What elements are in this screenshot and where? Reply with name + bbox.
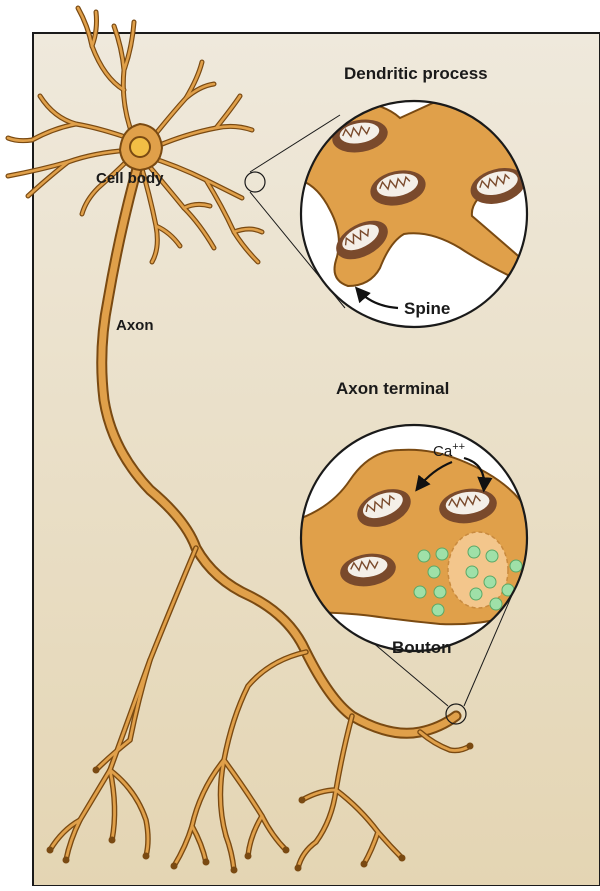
spine-label: Spine <box>404 299 450 318</box>
cell-body <box>120 124 162 170</box>
cell-body-label: Cell body <box>96 170 164 187</box>
calcium-charge: ++ <box>452 441 465 453</box>
bouton-label: Bouton <box>392 638 451 657</box>
nucleus <box>130 137 150 157</box>
calcium-symbol: Ca <box>433 443 453 460</box>
axon-label: Axon <box>116 317 154 334</box>
dendritic-process-title: Dendritic process <box>344 64 488 83</box>
axon-terminal-title: Axon terminal <box>336 379 449 398</box>
